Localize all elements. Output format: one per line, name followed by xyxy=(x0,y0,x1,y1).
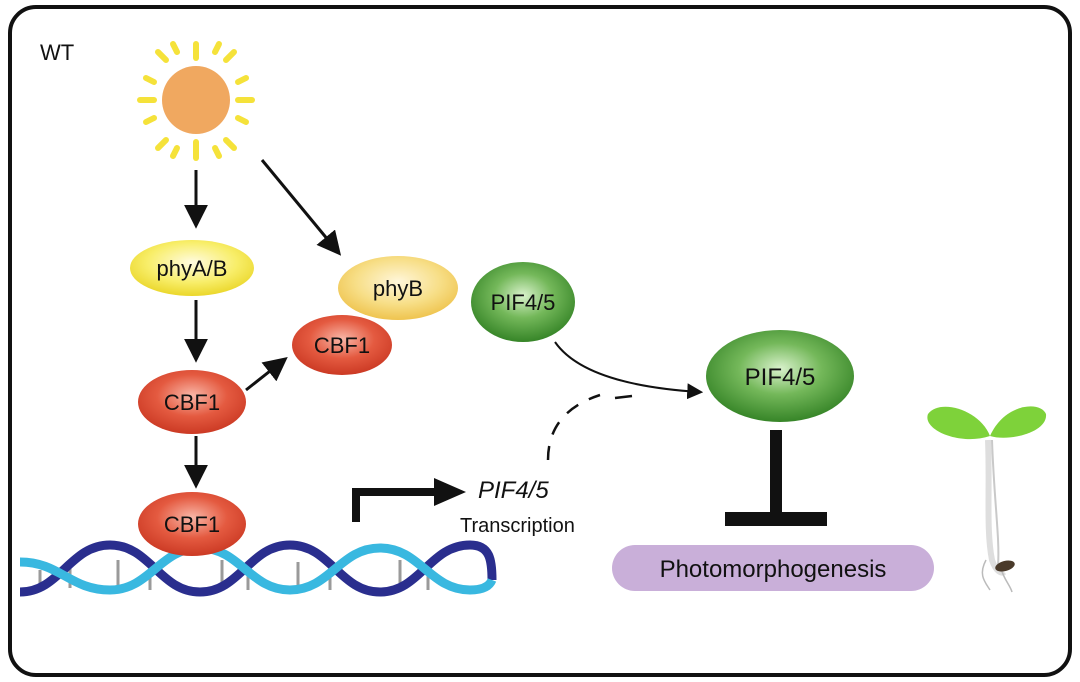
photomorphogenesis-label: Photomorphogenesis xyxy=(660,556,887,583)
dna-helix-icon xyxy=(19,540,497,597)
phyab-label: phyA/B xyxy=(157,256,228,281)
arrow-cbf1-to-complex xyxy=(245,357,288,392)
cbf1-label: CBF1 xyxy=(164,390,220,415)
pif-left-node: PIF4/5 xyxy=(471,262,575,342)
pif-right-node: PIF4/5 xyxy=(706,330,854,422)
cbf1-dna-label: CBF1 xyxy=(164,512,220,537)
seedling-icon xyxy=(927,406,1047,593)
cbf1-complex-label: CBF1 xyxy=(314,333,370,358)
phyb-label: phyB xyxy=(373,276,423,301)
photomorphogenesis-node: Photomorphogenesis xyxy=(612,545,934,591)
phyb-cbf1-complex: phyB CBF1 xyxy=(292,256,458,375)
transcription-arrowhead xyxy=(434,478,466,506)
dashed-transcription-link xyxy=(546,393,601,461)
arrow-pif-to-pif xyxy=(554,341,704,400)
dash-mark xyxy=(614,394,633,400)
pif-left-label: PIF4/5 xyxy=(491,290,556,315)
phyab-node: phyA/B xyxy=(130,240,254,296)
pif-right-label: PIF4/5 xyxy=(745,364,816,391)
transcription-label: Transcription xyxy=(460,515,575,537)
gene-label: PIF4/5 xyxy=(478,477,549,504)
inhibition-symbol xyxy=(725,430,827,526)
cbf1-dna-node: CBF1 xyxy=(138,492,246,556)
arrow-sun-to-phyb xyxy=(260,159,342,256)
sun-icon xyxy=(137,41,255,161)
panel-label: WT xyxy=(40,40,74,65)
cbf1-node: CBF1 xyxy=(138,370,246,434)
transcription-start-arrow xyxy=(352,488,440,522)
